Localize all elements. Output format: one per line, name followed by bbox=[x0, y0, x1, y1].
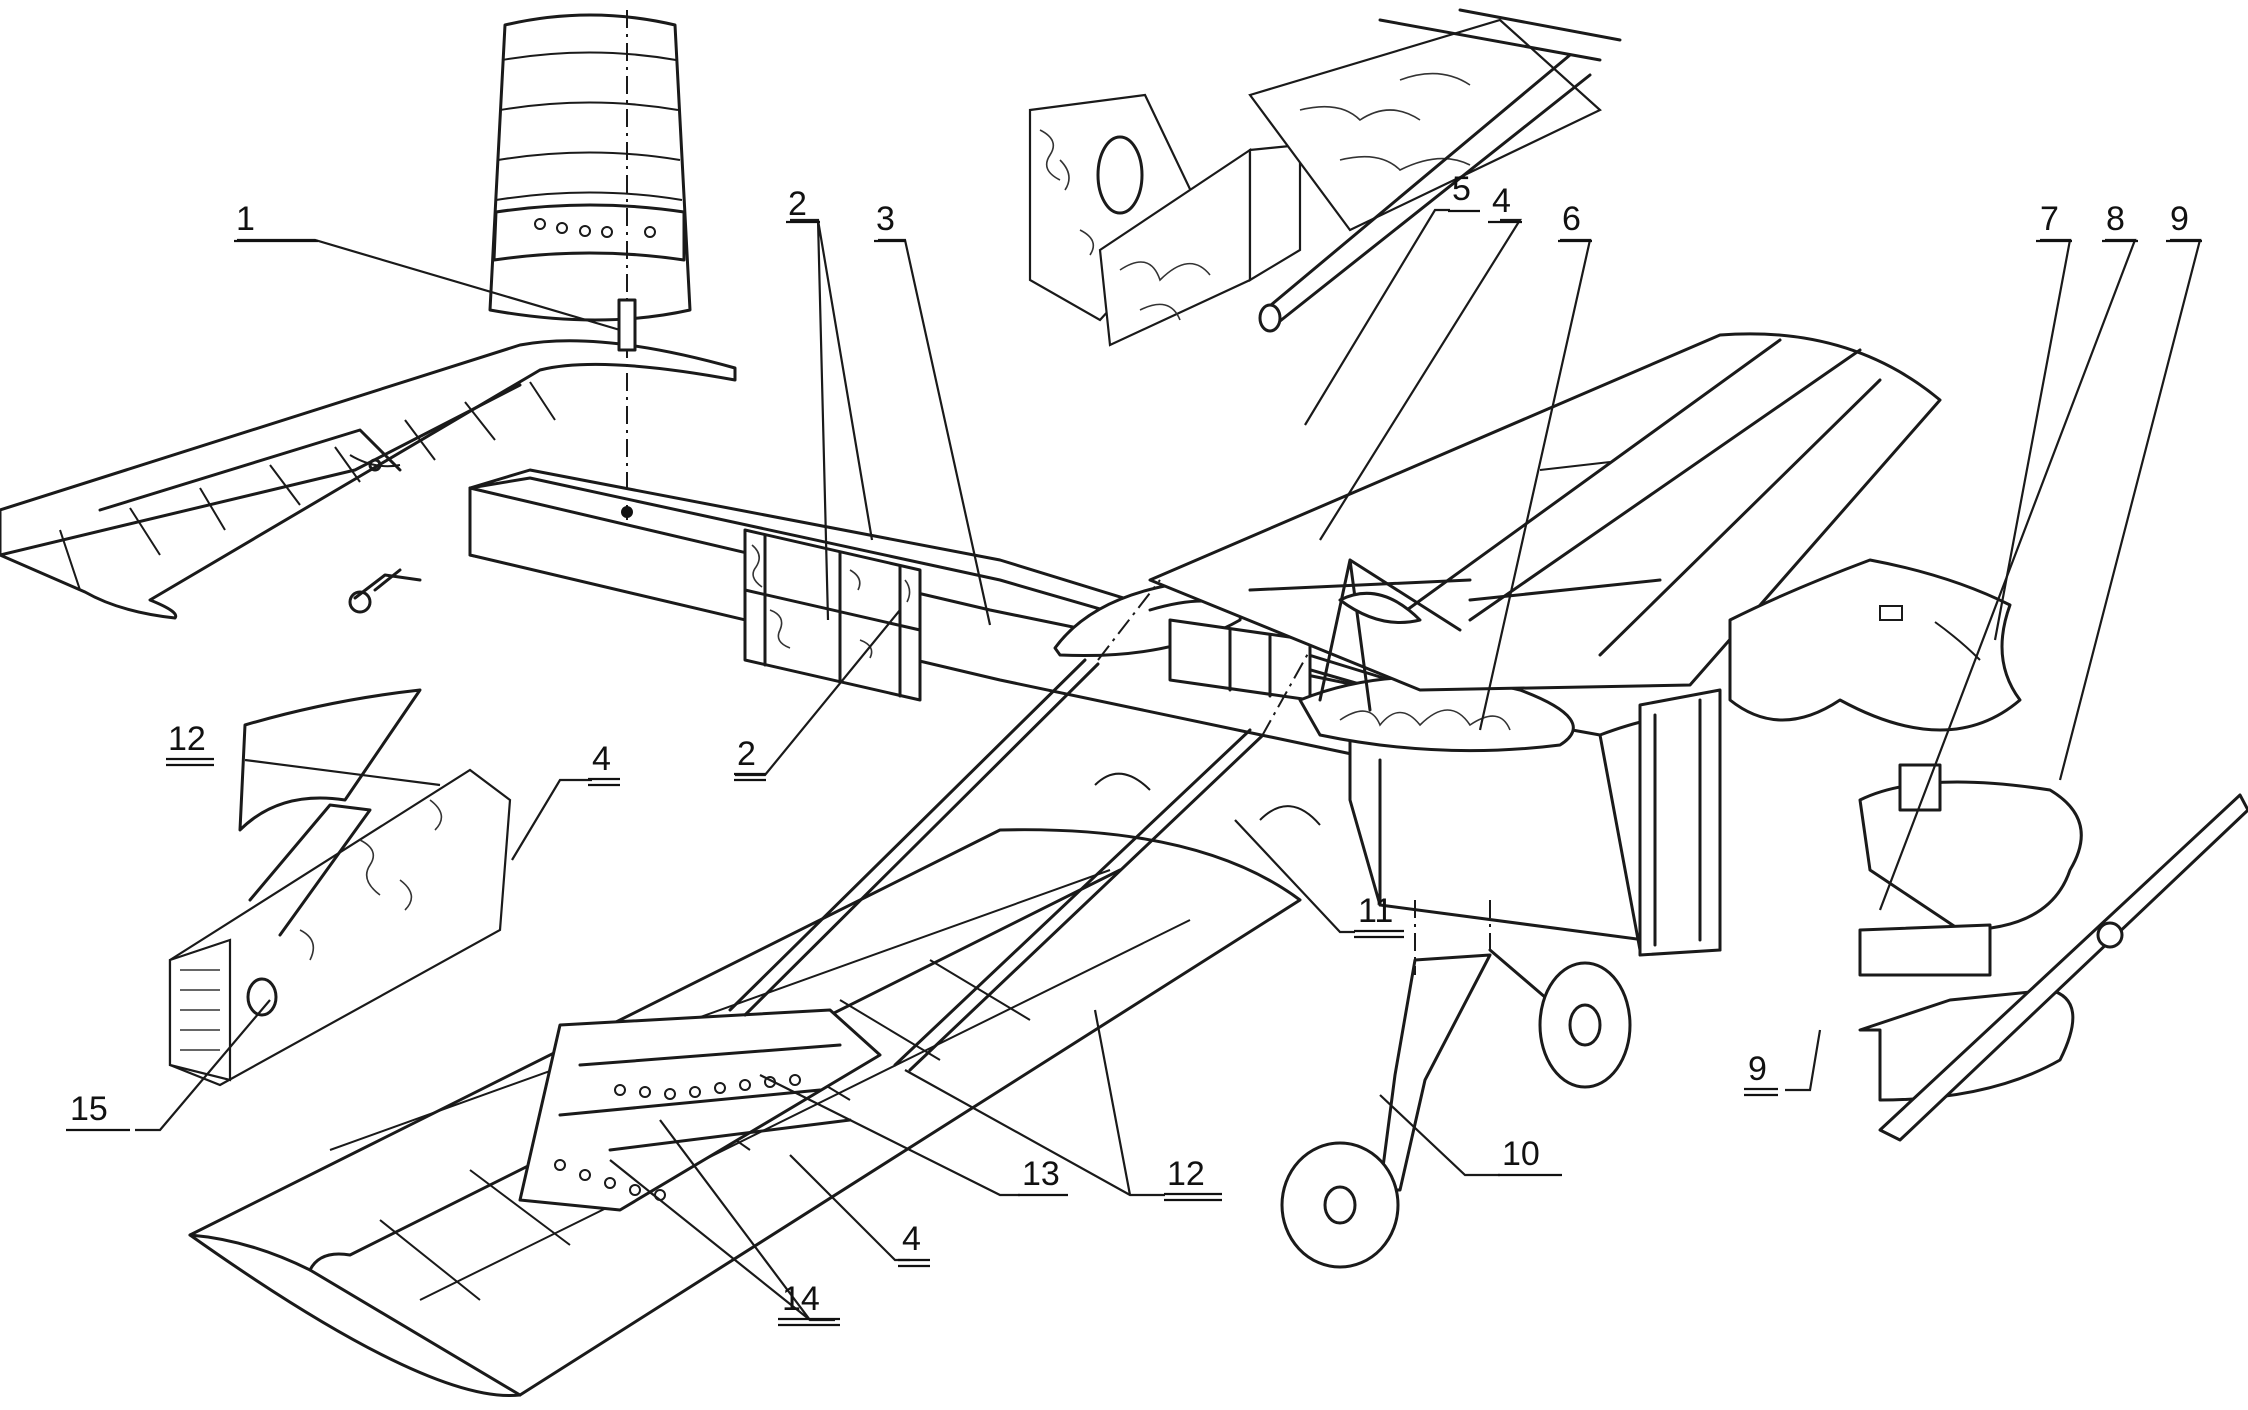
spar-detail bbox=[1028, 8, 1622, 347]
callout-labels: 1 2 3 4 5 6 7 8 9 2 12 4 11 9 10 bbox=[66, 170, 2202, 1327]
control-horn-fitting bbox=[348, 568, 422, 614]
callout-15: 15 bbox=[70, 1090, 108, 1128]
callout-8: 8 bbox=[2106, 200, 2125, 238]
landing-gear bbox=[1280, 900, 1632, 1269]
callout-9-bottom: 9 bbox=[1748, 1050, 1767, 1088]
callout-3: 3 bbox=[876, 200, 895, 238]
callout-11: 11 bbox=[1358, 892, 1393, 930]
callout-7: 7 bbox=[2040, 200, 2059, 238]
callout-13: 13 bbox=[1022, 1155, 1060, 1193]
callout-12-right: 12 bbox=[1167, 1155, 1205, 1193]
callout-4-detail: 4 bbox=[1492, 182, 1511, 220]
callout-2-top: 2 bbox=[788, 185, 807, 223]
callout-6: 6 bbox=[1562, 200, 1581, 238]
callout-2-bottom: 2 bbox=[737, 735, 756, 773]
cabane-strut bbox=[1318, 558, 1462, 712]
callout-12-left: 12 bbox=[168, 720, 206, 758]
callout-4-left: 4 bbox=[592, 740, 611, 778]
engine-assembly bbox=[1728, 558, 2248, 1142]
callout-10: 10 bbox=[1502, 1135, 1540, 1173]
wing-struts bbox=[728, 578, 1662, 1072]
callout-5: 5 bbox=[1452, 170, 1471, 208]
callout-1: 1 bbox=[236, 200, 255, 238]
aileron-hinge-detail bbox=[168, 688, 512, 1087]
fin-and-rudder bbox=[488, 10, 692, 520]
lightening-holes bbox=[554, 1074, 801, 1201]
callout-4-bottom: 4 bbox=[902, 1220, 921, 1258]
callout-9-top: 9 bbox=[2170, 200, 2189, 238]
callout-14: 14 bbox=[782, 1280, 820, 1318]
